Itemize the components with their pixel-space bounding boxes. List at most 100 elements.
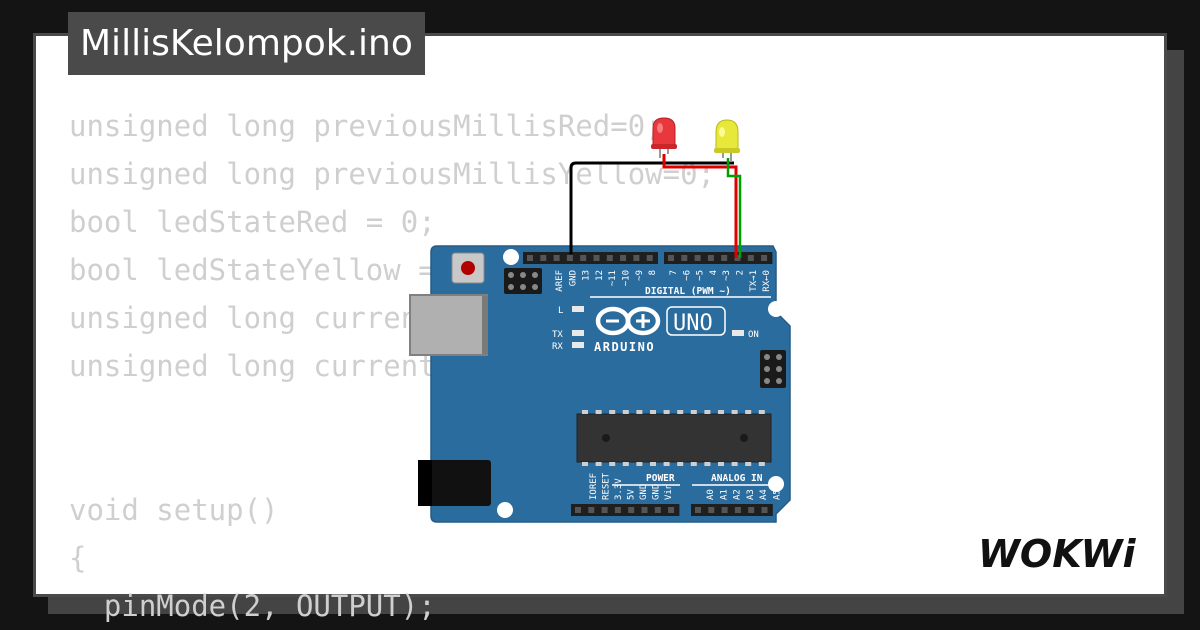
icsp-header-top: [504, 268, 542, 294]
mounting-hole: [503, 249, 519, 265]
header-pin: [681, 255, 688, 261]
arduino-brand-label: ARDUINO: [594, 340, 655, 354]
header-pin: [575, 507, 581, 513]
icsp-header-right: [760, 350, 786, 388]
header-pin: [646, 255, 653, 261]
digital-pin-label: 7: [669, 270, 679, 275]
analog-pin-label: A5: [773, 489, 783, 500]
header-pin: [734, 507, 741, 513]
chip-pin: [731, 462, 738, 466]
header-pin: [614, 507, 621, 513]
chip-pin: [731, 410, 738, 414]
tx-led: [572, 330, 584, 336]
code-line: pinMode(2, OUTPUT);: [69, 589, 436, 623]
chip-pin: [704, 462, 711, 466]
arduino-logo-icon: [595, 306, 661, 336]
power-pin-label: GND: [639, 484, 649, 500]
tx-led-label: TX: [552, 330, 563, 340]
code-line: void setup(): [69, 493, 279, 527]
header-pin: [695, 507, 701, 513]
analog-pin-label: A0: [706, 489, 716, 500]
chip-pin: [690, 462, 697, 466]
power-pin-label: IOREF: [589, 473, 599, 500]
power-header-label: POWER: [646, 473, 675, 484]
analog-pin-label: A1: [719, 489, 729, 500]
chip-pin: [609, 410, 616, 414]
mounting-hole: [768, 301, 784, 317]
digital-pin-label: RX←0: [762, 270, 772, 292]
header-pin: [668, 255, 674, 261]
reset-button-knob: [461, 261, 475, 275]
digital-pin-label: 12: [595, 270, 605, 281]
chip-pin: [690, 410, 697, 414]
header-pin: [761, 255, 768, 261]
chip-pin: [745, 410, 752, 414]
chip-pin: [622, 410, 629, 414]
digital-pin-label: 8: [648, 270, 658, 275]
analog-pin-label: A2: [733, 489, 743, 500]
power-pin-label: RESET: [602, 472, 612, 500]
chip-pin: [609, 462, 616, 466]
digital-pin-label: ~5: [696, 270, 706, 281]
analog-header: [691, 504, 773, 516]
header-pin: [527, 255, 533, 261]
header-pin: [628, 507, 635, 513]
mounting-hole: [768, 476, 784, 492]
code-line: bool ledStateRed = 0;: [69, 205, 436, 239]
digital-pin-label: TX→1: [749, 270, 759, 292]
chip-pin: [636, 462, 643, 466]
usb-connector: [409, 294, 488, 356]
wire-green-pin3: [726, 158, 742, 258]
chip-pin: [718, 462, 724, 466]
header-pin: [540, 255, 547, 261]
wokwi-brand-text: WOKWi: [978, 532, 1137, 576]
power-header: [571, 504, 680, 516]
header-pin: [593, 255, 600, 261]
chip-pin: [663, 410, 670, 414]
rx-led-label: RX: [552, 342, 563, 352]
digital-header: [523, 252, 773, 264]
digital-pin-label: ~6: [682, 270, 692, 281]
header-pin: [708, 507, 715, 513]
digital-pin-label: ~9: [635, 270, 645, 281]
digital-pin-label: AREF: [555, 270, 565, 292]
header-pin: [721, 507, 728, 513]
digital-pin-label: ~3: [722, 270, 732, 281]
chip-pin: [650, 410, 656, 414]
wire-red-pin2: [662, 154, 738, 258]
digital-header-label: DIGITAL (PWM ~): [645, 286, 731, 297]
header-pin: [721, 255, 728, 261]
on-led: [732, 330, 744, 336]
header-pin: [668, 507, 675, 513]
wokwi-logo: WOKWi: [978, 532, 1137, 576]
header-pin: [633, 255, 640, 261]
digital-pin-label: ~11: [608, 270, 618, 286]
power-pin-label: 3.3V: [614, 478, 624, 500]
header-pin: [654, 507, 661, 513]
header-pin: [580, 255, 587, 261]
chip-pin: [636, 410, 643, 414]
led-red: [651, 117, 677, 158]
power-jack: [418, 460, 491, 506]
digital-pin-label: 4: [709, 270, 719, 275]
header-pin: [588, 507, 595, 513]
power-pin-label: GND: [652, 484, 662, 500]
l-led: [572, 306, 584, 312]
uno-label: UNO: [673, 311, 713, 336]
code-line: unsigned long previousMillisRed=0;: [69, 109, 663, 143]
header-pin: [748, 507, 755, 513]
analog-header-label: ANALOG IN: [711, 473, 763, 484]
chip-pin: [663, 462, 670, 466]
chip-pin: [677, 462, 684, 466]
analog-pin-label: A3: [746, 489, 756, 500]
chip-pin: [622, 462, 629, 466]
header-pin: [761, 507, 768, 513]
l-led-label: L: [558, 306, 563, 316]
wire-black-gnd: [569, 161, 734, 254]
chip-pin: [595, 410, 602, 414]
chip-pin: [595, 462, 602, 466]
digital-pin-label: 2: [736, 270, 746, 275]
